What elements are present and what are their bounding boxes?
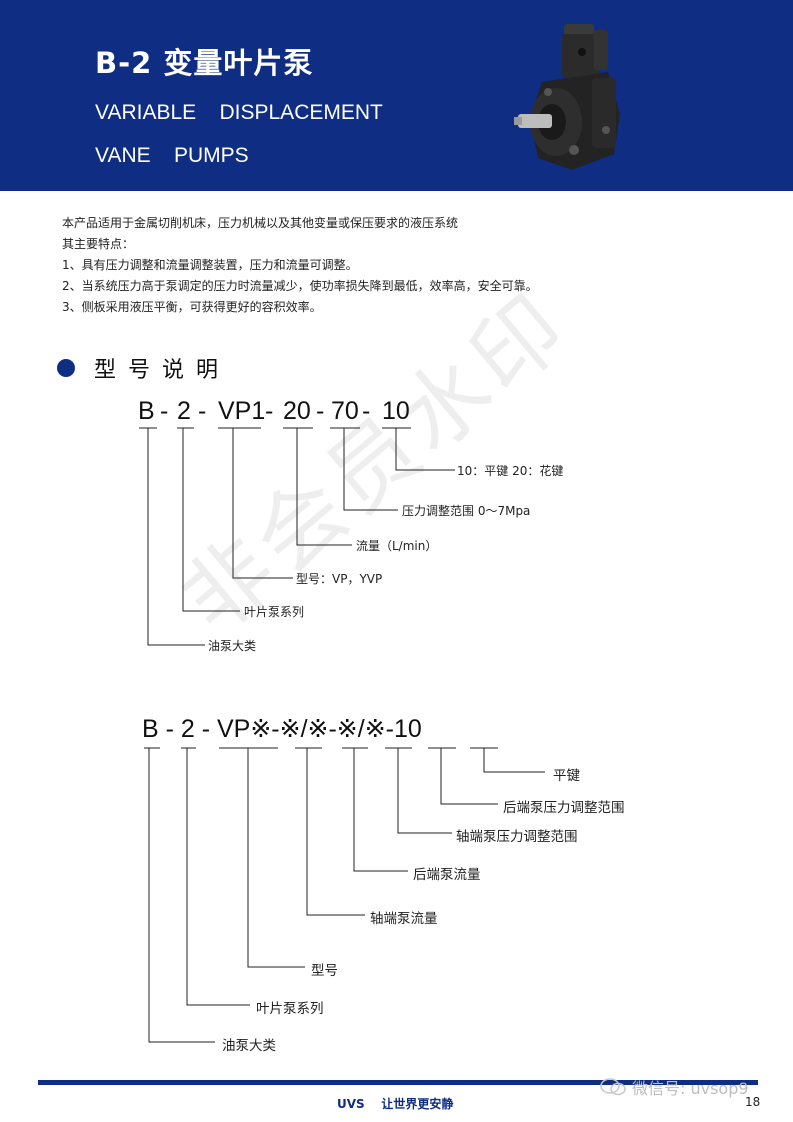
model-code-1-sep: - <box>316 397 325 425</box>
intro-line: 2、当系统压力高于泵调定的压力时流量减少，使功率损失降到最低，效率高，安全可靠。 <box>62 279 538 293</box>
label-pressure-range: 压力调整范围 0～7Mpa <box>402 504 531 518</box>
model-code-1-part-b: B <box>138 397 155 425</box>
intro-line: 本产品适用于金属切削机床，压力机械以及其他变量或保压要求的液压系统 <box>62 216 459 230</box>
page-number: 18 <box>745 1095 761 1109</box>
intro-line: 3、侧板采用液压平衡，可获得更好的容积效率。 <box>62 300 322 314</box>
model-code-1-part-flow: 20 <box>283 397 311 425</box>
label-2-shaft-pressure: 轴端泵压力调整范围 <box>456 829 578 845</box>
wechat-icon <box>600 1078 626 1096</box>
model-code-1-sep: - <box>362 397 371 425</box>
intro-text: 本产品适用于金属切削机床，压力机械以及其他变量或保压要求的液压系统 其主要特点：… <box>62 213 538 318</box>
model-code-1-sep: - <box>198 397 207 425</box>
label-2-key: 平键 <box>553 768 580 784</box>
model-code-1-sep: - <box>265 397 274 425</box>
model-code-1-part-key: 10 <box>382 397 410 425</box>
footer-slogan-text: 让世界更安静 <box>381 1097 454 1111</box>
label-2-category: 油泵大类 <box>222 1038 276 1054</box>
model-code-1-sep: - <box>160 397 169 425</box>
footer-bar <box>38 1080 758 1085</box>
intro-line: 1、具有压力调整和流量调整装置，压力和流量可调整。 <box>62 258 358 272</box>
label-model: 型号：VP，YVP <box>296 572 383 586</box>
wechat-id: 微信号: uvsop9 <box>632 1079 749 1098</box>
section-bullet-icon <box>57 359 75 377</box>
subtitle-line-2: VANE PUMPS <box>95 144 249 167</box>
section-title: 型号说明 <box>94 358 231 383</box>
label-2-rear-flow: 后端泵流量 <box>413 867 481 883</box>
label-2-model: 型号 <box>311 963 338 979</box>
label-key-type: 10：平键 20：花键 <box>457 464 564 478</box>
label-flow: 流量（L/min） <box>356 539 438 553</box>
vane-pump-image <box>514 24 620 170</box>
model-code-1-part-pressure: 70 <box>331 397 359 425</box>
label-2-series: 叶片泵系列 <box>256 1001 324 1017</box>
label-2-shaft-flow: 轴端泵流量 <box>370 911 438 927</box>
wechat-watermark: 微信号: uvsop9 <box>600 1075 749 1099</box>
page-title: B-2 变量叶片泵 <box>95 46 314 80</box>
label-2-rear-pressure: 后端泵压力调整范围 <box>503 800 625 816</box>
label-series: 叶片泵系列 <box>244 605 305 619</box>
model-code-1-part-model: VP1 <box>218 397 266 425</box>
model-code-2: B - 2 - VP※-※/※-※/※-10 <box>142 715 422 743</box>
subtitle-line-1: VARIABLE DISPLACEMENT <box>95 101 383 124</box>
intro-line: 其主要特点： <box>62 237 135 251</box>
footer-slogan: UVS 让世界更安静 <box>337 1095 453 1112</box>
label-category: 油泵大类 <box>208 639 257 653</box>
model-code-1-part-series: 2 <box>177 397 191 425</box>
header-banner <box>0 0 793 191</box>
footer-brand: UVS <box>337 1097 365 1111</box>
